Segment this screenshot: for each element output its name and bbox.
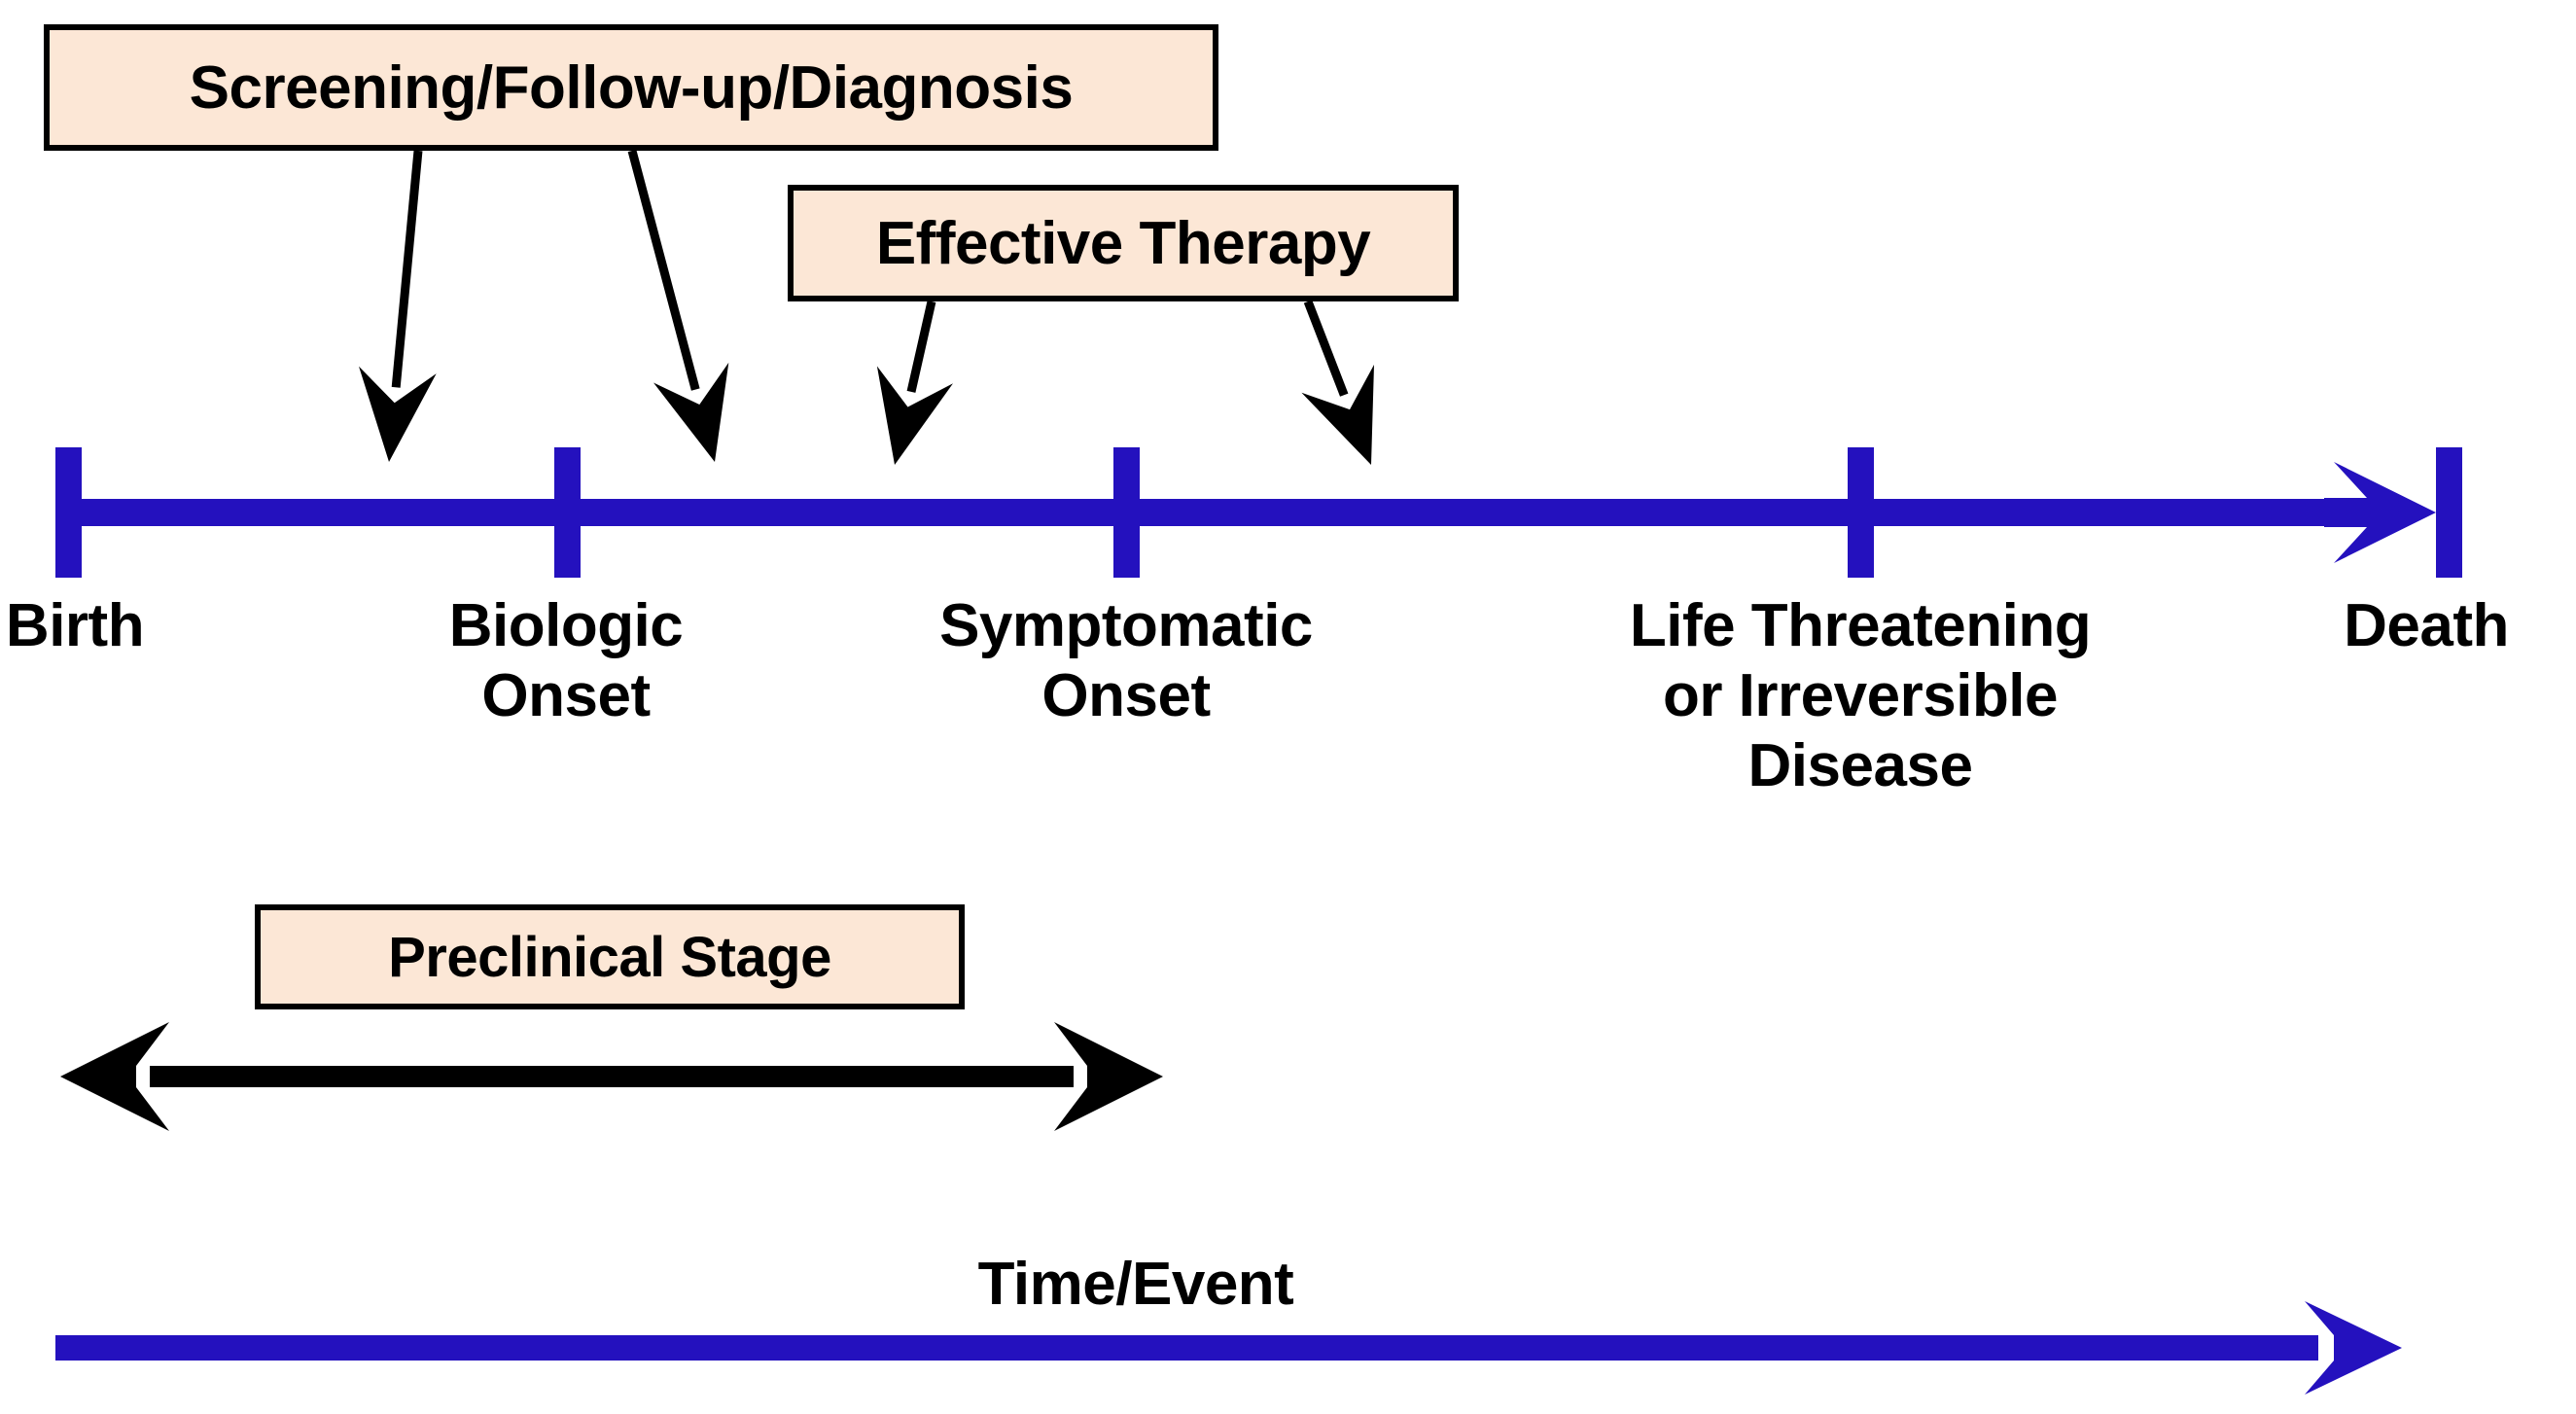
pointer-arrow-shaft xyxy=(1303,300,1349,397)
preclinical-arrowhead-right xyxy=(1054,1022,1163,1131)
pointer-arrow-therapy-to-post-symptomatic xyxy=(1301,300,1374,465)
bottom-axis-arrowhead xyxy=(2305,1301,2402,1395)
pointer-arrow-head xyxy=(359,366,437,462)
timeline-tick-biologic-onset xyxy=(554,447,581,578)
timeline-arrowhead xyxy=(2324,462,2436,563)
timeline-label-birth: Birth xyxy=(5,592,145,659)
preclinical-double-arrow xyxy=(60,1022,1163,1131)
callout-box-label: Effective Therapy xyxy=(875,209,1371,277)
timeline-label-symptomatic-onset: Symptomatic Onset xyxy=(939,592,1313,729)
timeline-tick-symptomatic-onset xyxy=(1113,447,1140,578)
pointer-arrow-therapy-to-symptomatic xyxy=(876,300,953,465)
timeline-label-life-threatening: Life Threatening or Irreversible Disease xyxy=(1629,592,2092,799)
timeline-axis-shaft xyxy=(55,499,2339,526)
pointer-arrow-shaft xyxy=(906,300,936,393)
bottom-axis-shaft xyxy=(55,1335,2318,1361)
pointer-arrow-screening-to-birth xyxy=(359,150,437,462)
callout-box-effective-therapy: Effective Therapy xyxy=(788,185,1459,301)
callout-box-label: Screening/Follow-up/Diagnosis xyxy=(189,53,1074,122)
timeline-tick-birth xyxy=(55,447,82,578)
timeline-label-biologic-onset: Biologic Onset xyxy=(448,592,684,729)
timeline-label-death: Death xyxy=(2344,592,2509,659)
pointer-arrow-head xyxy=(876,366,953,465)
pointer-arrow-shaft xyxy=(391,150,423,388)
callout-box-preclinical-stage: Preclinical Stage xyxy=(255,904,965,1009)
callout-box-label: Preclinical Stage xyxy=(388,925,831,989)
pointer-arrow-shaft xyxy=(627,149,700,391)
pointer-arrow-head xyxy=(1301,365,1374,465)
pointer-arrow-screening-to-biologic xyxy=(627,149,729,462)
callout-box-screening-follow-up-diagnosis: Screening/Follow-up/Diagnosis xyxy=(44,24,1218,151)
timeline-tick-death xyxy=(2436,447,2462,578)
timeline-tick-life-threatening xyxy=(1848,447,1874,578)
preclinical-arrow-shaft xyxy=(150,1066,1074,1087)
preclinical-arrowhead-left xyxy=(60,1022,169,1131)
bottom-axis-label-time-event: Time/Event xyxy=(977,1251,1294,1318)
pointer-arrow-head xyxy=(653,362,729,462)
